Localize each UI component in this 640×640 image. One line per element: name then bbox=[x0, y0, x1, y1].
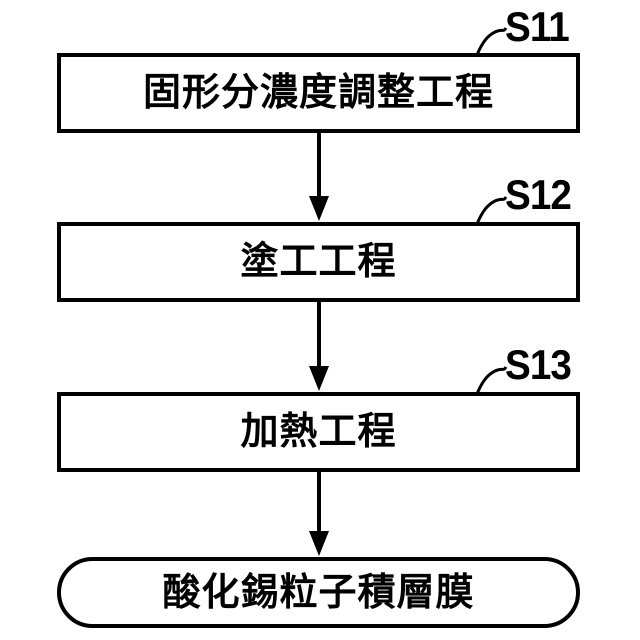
reference-leader-line-s12 bbox=[475, 196, 508, 225]
process-box-s13: 加熱工程 bbox=[57, 392, 580, 472]
reference-leader-line-s13 bbox=[475, 366, 508, 395]
reference-leader-line-s11 bbox=[475, 27, 508, 56]
flow-arrow-3 bbox=[309, 470, 329, 556]
flow-arrow-2 bbox=[309, 300, 329, 391]
flow-arrow-1 bbox=[309, 131, 329, 221]
process-box-s11-label: 固形分濃度調整工程 bbox=[142, 72, 494, 114]
process-box-s13-label: 加熱工程 bbox=[240, 411, 397, 453]
result-node-label: 酸化錫粒子積層膜 bbox=[162, 571, 475, 614]
step-ref-label-s13: S13 bbox=[505, 341, 572, 388]
process-box-s11: 固形分濃度調整工程 bbox=[57, 53, 580, 133]
step-ref-label-s11: S11 bbox=[505, 3, 570, 50]
step-ref-label-s12: S12 bbox=[505, 171, 572, 218]
process-box-s12: 塗工工程 bbox=[57, 222, 580, 302]
result-node: 酸化錫粒子積層膜 bbox=[57, 557, 580, 628]
process-box-s12-label: 塗工工程 bbox=[240, 241, 397, 283]
